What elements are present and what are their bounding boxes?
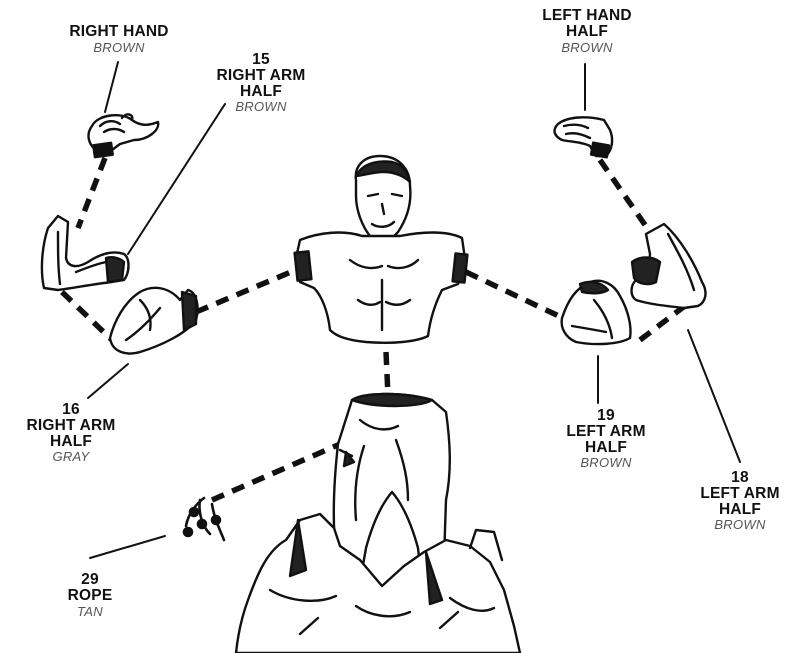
part-color: BROWN	[512, 41, 662, 54]
part-name: LEFT HAND	[512, 8, 662, 24]
part-number: 16	[6, 402, 136, 418]
rock-base-part	[236, 514, 520, 653]
part-name: HALF	[196, 84, 326, 100]
part-name: RIGHT ARM	[6, 418, 136, 434]
part-name: HALF	[546, 440, 666, 456]
right-arm-half-15-part	[42, 216, 129, 290]
left-arm-half-18-part	[632, 224, 706, 308]
part-color: BROWN	[196, 100, 326, 113]
right-hand-part	[89, 114, 159, 157]
part-number: 18	[686, 470, 794, 486]
part-name: RIGHT HAND	[44, 24, 194, 40]
part-color: BROWN	[686, 518, 794, 531]
right-arm-half-16-part	[110, 288, 198, 354]
label-left-arm-half-18: 18 LEFT ARM HALF BROWN	[686, 470, 794, 532]
part-name: LEFT ARM	[546, 424, 666, 440]
part-name: RIGHT ARM	[196, 68, 326, 84]
part-name: HALF	[6, 434, 136, 450]
part-name: HALF	[512, 24, 662, 40]
label-left-arm-half-19: 19 LEFT ARM HALF BROWN	[546, 408, 666, 470]
part-number: 19	[546, 408, 666, 424]
part-color: BROWN	[546, 456, 666, 469]
label-right-arm-half-16: 16 RIGHT ARM HALF GRAY	[6, 402, 136, 464]
rope-part	[184, 498, 224, 540]
label-right-arm-half-15: 15 RIGHT ARM HALF BROWN	[196, 52, 326, 114]
part-color: TAN	[40, 605, 140, 618]
part-number: 29	[40, 572, 140, 588]
torso-part	[295, 156, 468, 343]
label-rope-29: 29 ROPE TAN	[40, 572, 140, 618]
part-name: ROPE	[40, 588, 140, 604]
label-left-hand-half: LEFT HAND HALF BROWN	[512, 8, 662, 54]
part-number: 15	[196, 52, 326, 68]
part-name: HALF	[686, 502, 794, 518]
label-right-hand: RIGHT HAND BROWN	[44, 24, 194, 54]
left-hand-half-part	[555, 117, 613, 157]
part-color: BROWN	[44, 41, 194, 54]
part-color: GRAY	[6, 450, 136, 463]
left-arm-half-19-part	[562, 281, 631, 344]
part-name: LEFT ARM	[686, 486, 794, 502]
